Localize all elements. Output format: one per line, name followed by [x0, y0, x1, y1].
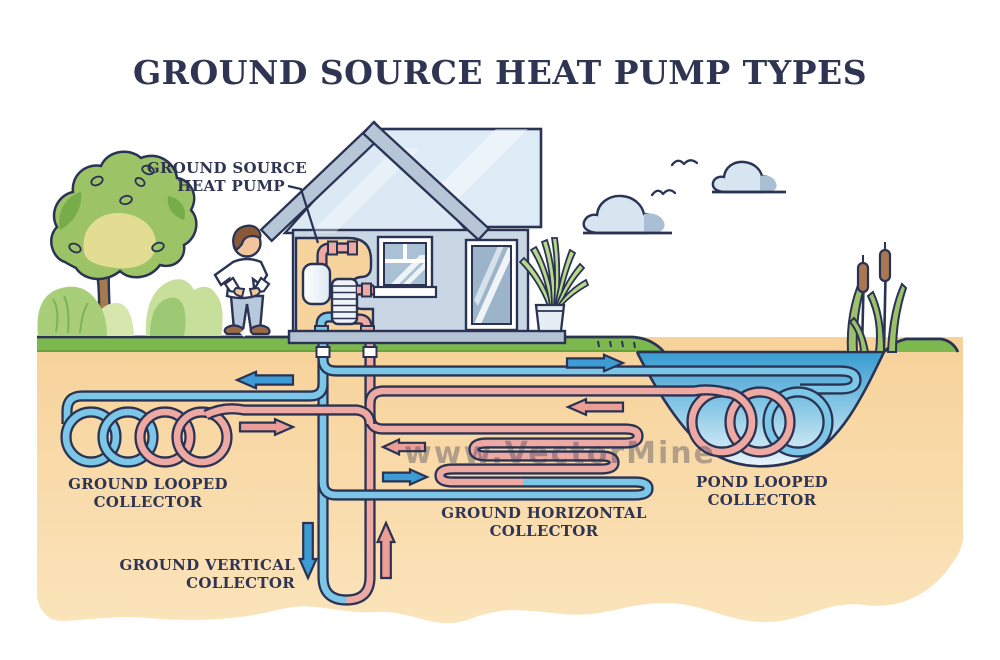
leaf-icon [68, 164, 165, 254]
ground-vertical-label-line1: GROUND VERTICAL [120, 556, 296, 574]
ground-looped-collector-pipe [60, 383, 376, 468]
bird-icon [670, 159, 699, 167]
flow-arrow-left-pink [565, 397, 625, 417]
ground-vertical-collector-pipe [317, 340, 376, 606]
pond-looped-label-line2: COLLECTOR [708, 491, 817, 509]
cloud-icon [711, 160, 786, 194]
window-sill [372, 285, 438, 299]
ground-looped-label-line1: GROUND LOOPED [68, 475, 228, 493]
heat-exchanger [330, 277, 359, 326]
pond-looped-label-line1: POND LOOPED [696, 473, 828, 491]
flow-arrows [234, 353, 626, 581]
person-hair [232, 224, 262, 252]
cattails-icon [846, 242, 908, 353]
person [213, 224, 271, 337]
ground-looped-label-line2: COLLECTOR [94, 493, 203, 511]
flow-arrow-down-blue [297, 521, 319, 581]
window [372, 235, 438, 299]
grass-ticks [597, 340, 636, 349]
flow-arrow-right-blue [565, 353, 626, 373]
flow-arrow-left-pink [380, 437, 427, 457]
tree [50, 150, 198, 338]
flow-arrow-left-blue [234, 370, 295, 390]
house [259, 120, 590, 345]
ground-horizontal-collector-pipe [317, 415, 654, 501]
heat-pump-room [294, 236, 375, 344]
cloud-icon [582, 194, 672, 235]
ground-horizontal-label-line2: COLLECTOR [490, 522, 599, 540]
heat-pump-label-line1: GROUND SOURCE [147, 159, 307, 177]
flow-arrow-right-blue [381, 467, 430, 487]
flow-arrow-up-pink [375, 520, 397, 580]
page-title: GROUND SOURCE HEAT PUMP TYPES [133, 53, 867, 92]
heat-pump-label-line2: HEAT PUMP [177, 177, 285, 195]
labels: GROUND SOURCE HEAT PUMP GROUND LOOPED CO… [68, 159, 828, 592]
ground-horizontal-label-line1: GROUND HORIZONTAL [441, 504, 647, 522]
bird-icon [650, 189, 677, 197]
bushes [37, 279, 223, 336]
watermark: www.VectorMine [404, 436, 716, 471]
pond-looped-collector-pipe [317, 358, 862, 458]
heat-pump-pointer-line [287, 184, 320, 244]
pipe-coupler [362, 346, 378, 358]
pipe-coupler [315, 346, 331, 358]
sky [582, 159, 786, 235]
ground-vertical-label-line2: COLLECTOR [186, 574, 295, 592]
potted-plant [518, 237, 590, 333]
heat-pump-tank [301, 262, 332, 306]
foundation [287, 329, 567, 345]
door [464, 238, 519, 332]
flow-arrow-right-pink [238, 417, 296, 437]
pipes [60, 340, 862, 606]
